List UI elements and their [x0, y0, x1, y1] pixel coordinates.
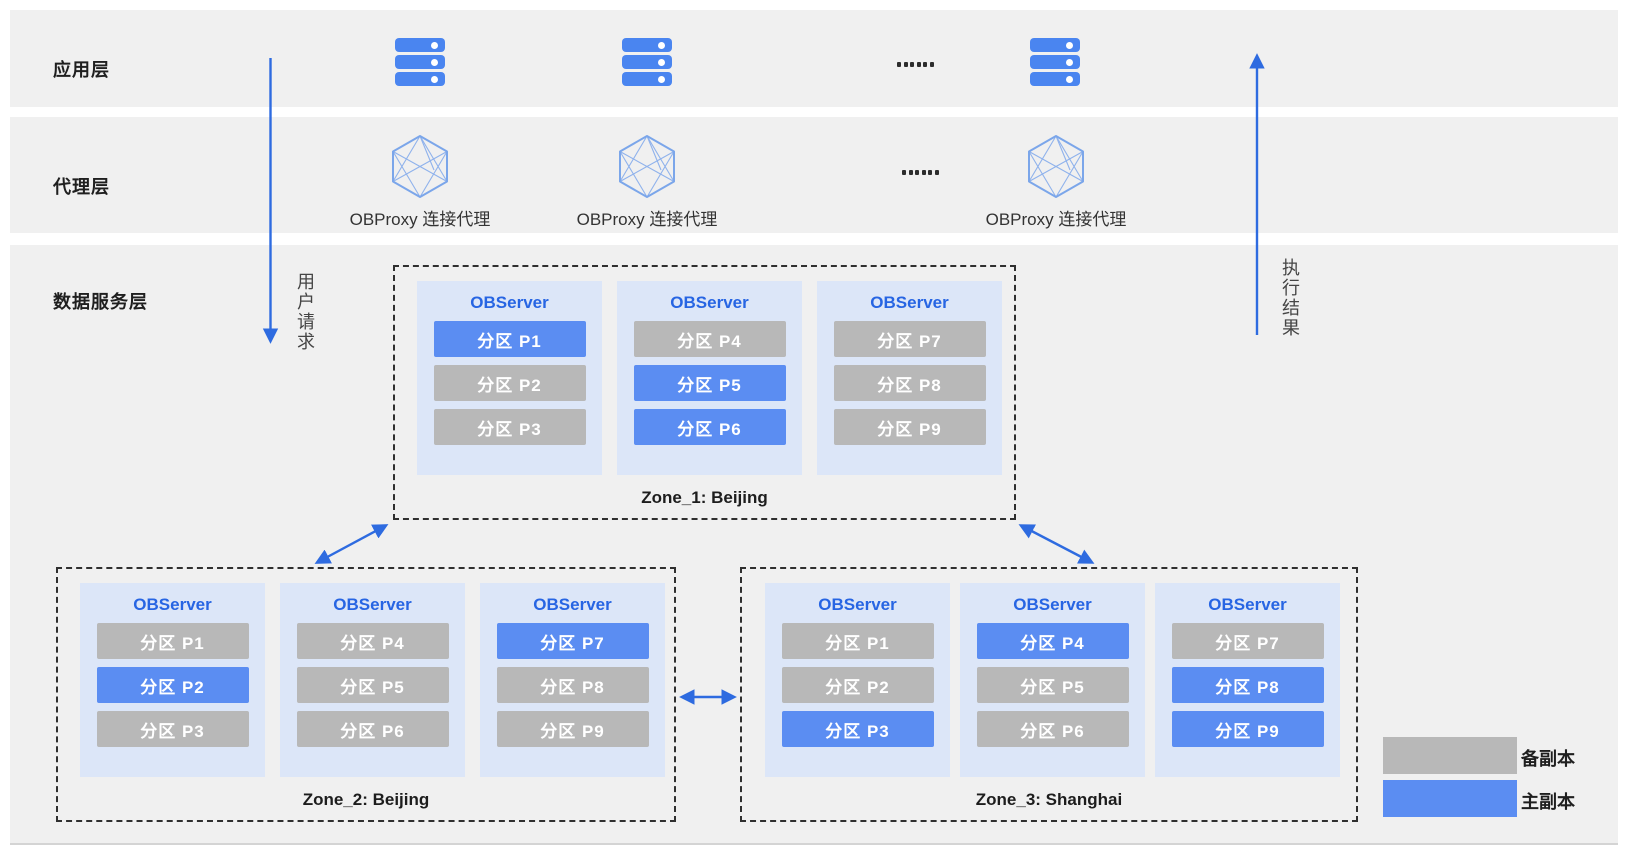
partition-bar-backup: 分区 P7: [833, 321, 986, 357]
partition-bar-primary: 分区 P6: [633, 409, 786, 445]
partition-bar-backup: 分区 P4: [633, 321, 786, 357]
observer-title: OBServer: [333, 595, 412, 614]
zone-label: Zone_3: Shanghai: [975, 790, 1123, 809]
partition-bar-backup: 分区 P1: [96, 623, 249, 659]
obproxy-node: OBProxy 连接代理: [310, 135, 530, 230]
observer-row: OBServer 分区 P1 分区 P2 分区 P3 OBServer 分区 P4 分区 P…: [742, 583, 1356, 777]
partition-bar-backup: 分区 P9: [496, 711, 649, 747]
observer-title: OBServer: [670, 293, 749, 312]
legend-swatch-backup-replica: [1383, 737, 1517, 774]
obproxy-label: OBProxy 连接代理: [349, 210, 491, 229]
partition-bar-backup: 分区 P9: [833, 409, 986, 445]
partition-bar-backup: 分区 P8: [496, 667, 649, 703]
observer-box: OBServer 分区 P7 分区 P8 分区 P9: [1155, 583, 1340, 777]
partition-bar-primary: 分区 P3: [781, 711, 934, 747]
partition-bar-backup: 分区 P6: [976, 711, 1129, 747]
partition-bar-backup: 分区 P3: [433, 409, 586, 445]
observer-box: OBServer 分区 P1 分区 P2 分区 P3: [80, 583, 265, 777]
obproxy-label: OBProxy 连接代理: [576, 210, 718, 229]
observer-box: OBServer 分区 P4 分区 P5 分区 P6: [960, 583, 1145, 777]
partition-bar-backup: 分区 P7: [1171, 623, 1324, 659]
observer-title: OBServer: [470, 293, 549, 312]
proxy-layer-label: 代理层: [53, 177, 110, 197]
partition-bar-backup: 分区 P6: [296, 711, 449, 747]
obproxy-hexagon-icon: [392, 135, 448, 198]
partition-bar-primary: 分区 P8: [1171, 667, 1324, 703]
legend-label-primary-replica: 主副本: [1521, 792, 1575, 812]
partition-bar-backup: 分区 P1: [781, 623, 934, 659]
partition-bar-primary: 分区 P9: [1171, 711, 1324, 747]
observer-title: OBServer: [133, 595, 212, 614]
observer-title: OBServer: [1013, 595, 1092, 614]
obproxy-node: OBProxy 连接代理: [537, 135, 757, 230]
server-bar: [622, 38, 672, 52]
observer-box: OBServer 分区 P4 分区 P5 分区 P6: [280, 583, 465, 777]
server-bar: [395, 38, 445, 52]
partition-bar-backup: 分区 P2: [781, 667, 934, 703]
server-bar: [622, 55, 672, 69]
observer-box: OBServer 分区 P4 分区 P5 分区 P6: [617, 281, 802, 475]
partition-bar-backup: 分区 P4: [296, 623, 449, 659]
observer-box: OBServer 分区 P7 分区 P8 分区 P9: [480, 583, 665, 777]
obproxy-hexagon-icon: [1028, 135, 1084, 198]
partition-bar-primary: 分区 P4: [976, 623, 1129, 659]
zone-box-2: OBServer 分区 P1 分区 P2 分区 P3 OBServer 分区 P4 分区 P…: [56, 567, 676, 822]
obproxy-hexagon-icon: [619, 135, 675, 198]
data-service-layer-label: 数据服务层: [53, 292, 148, 312]
zone-box-3: OBServer 分区 P1 分区 P2 分区 P3 OBServer 分区 P4 分区 P…: [740, 567, 1358, 822]
observer-box: OBServer 分区 P7 分区 P8 分区 P9: [817, 281, 1002, 475]
observer-row: OBServer 分区 P1 分区 P2 分区 P3 OBServer 分区 P4 分区 P…: [395, 281, 1014, 475]
partition-bar-primary: 分区 P1: [433, 321, 586, 357]
partition-bar-backup: 分区 P2: [433, 365, 586, 401]
ellipsis-proxy-layer: [902, 170, 939, 175]
partition-bar-primary: 分区 P2: [96, 667, 249, 703]
server-bar: [395, 72, 445, 86]
application-layer-band: [10, 10, 1618, 107]
partition-bar-backup: 分区 P3: [96, 711, 249, 747]
observer-title: OBServer: [1208, 595, 1287, 614]
obproxy-node: OBProxy 连接代理: [946, 135, 1166, 230]
legend-label-backup-replica: 备副本: [1521, 749, 1575, 769]
server-bar: [1030, 38, 1080, 52]
zone-label: Zone_1: Beijing: [641, 488, 768, 507]
app-server-stack-icon: [1030, 38, 1080, 86]
partition-bar-backup: 分区 P5: [296, 667, 449, 703]
server-bar: [395, 55, 445, 69]
observer-box: OBServer 分区 P1 分区 P2 分区 P3: [417, 281, 602, 475]
proxy-layer-band: [10, 117, 1618, 233]
observer-row: OBServer 分区 P1 分区 P2 分区 P3 OBServer 分区 P4 分区 P…: [58, 583, 674, 777]
ellipsis-app-layer: [897, 62, 934, 67]
observer-title: OBServer: [818, 595, 897, 614]
zone-label: Zone_2: Beijing: [302, 790, 430, 809]
obproxy-label: OBProxy 连接代理: [985, 210, 1127, 229]
zone-box-1: OBServer 分区 P1 分区 P2 分区 P3 OBServer 分区 P4 分区 P…: [393, 265, 1016, 520]
partition-bar-backup: 分区 P8: [833, 365, 986, 401]
observer-title: OBServer: [870, 293, 949, 312]
partition-bar-primary: 分区 P5: [633, 365, 786, 401]
legend-swatch-primary-replica: [1383, 780, 1517, 817]
server-bar: [622, 72, 672, 86]
application-layer-label: 应用层: [53, 60, 110, 80]
app-server-stack-icon: [395, 38, 445, 86]
observer-title: OBServer: [533, 595, 612, 614]
partition-bar-primary: 分区 P7: [496, 623, 649, 659]
app-server-stack-icon: [622, 38, 672, 86]
user-request-label: 用户请求: [295, 272, 315, 352]
partition-bar-backup: 分区 P5: [976, 667, 1129, 703]
observer-box: OBServer 分区 P1 分区 P2 分区 P3: [765, 583, 950, 777]
server-bar: [1030, 72, 1080, 86]
execution-result-label: 执行结果: [1280, 258, 1300, 338]
server-bar: [1030, 55, 1080, 69]
